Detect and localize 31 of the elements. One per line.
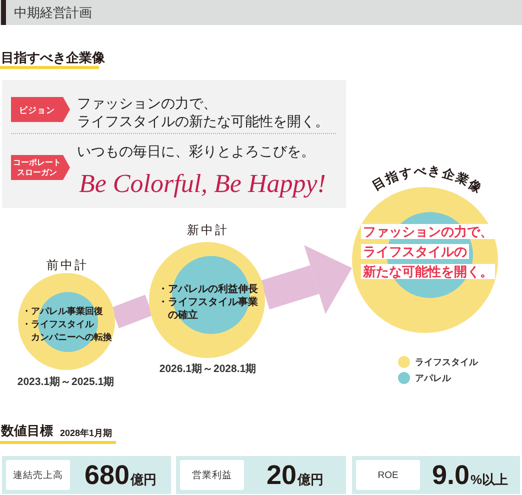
period-note: 2028年1月期 (60, 427, 112, 439)
circle-heading: 新中計 (186, 223, 229, 237)
label-tag: コーポレートスローガン (11, 155, 70, 180)
unit-text: 億円 (130, 472, 157, 489)
unit-text: %以上 (470, 471, 508, 489)
section-heading: 目指すべき企業像 (1, 50, 105, 66)
metric-value: 20 (266, 460, 297, 490)
metric-label: ROE (356, 460, 420, 490)
metric-card (2, 456, 171, 494)
metric-value: 680 (84, 460, 130, 490)
curved-heading: 目指すべき企業像 (370, 164, 485, 196)
metric-card (176, 456, 346, 494)
legend-label: アパレル (415, 372, 451, 384)
arrow-band (260, 245, 352, 314)
section-heading: 数値目標 (1, 423, 53, 439)
title-text: 中期経営計画 (14, 4, 92, 21)
metric-value: 9.0 (432, 460, 470, 490)
label-tag: ビジョン (11, 97, 70, 122)
metric-card (352, 456, 520, 494)
band (111, 294, 153, 328)
panel (2, 80, 346, 208)
metric-label: 連結売上高 (6, 460, 70, 490)
unit-text: 億円 (298, 472, 324, 489)
script-slogan: Be Colorful, Be Happy! (79, 169, 326, 199)
statement-text: ファッションの力で、ライフスタイルの新たな可能性を開く。 (77, 94, 330, 130)
legend-label: ライフスタイル (415, 356, 478, 368)
period-text: 2026.1期～2028.1期 (159, 363, 257, 376)
metric-label: 営業利益 (180, 460, 244, 490)
circle-heading: 前中計 (46, 258, 88, 272)
slogan-text: いつもの毎日に、彩りとよろこびを。 (77, 142, 315, 160)
period-text: 2023.1期～2025.1期 (17, 376, 115, 389)
